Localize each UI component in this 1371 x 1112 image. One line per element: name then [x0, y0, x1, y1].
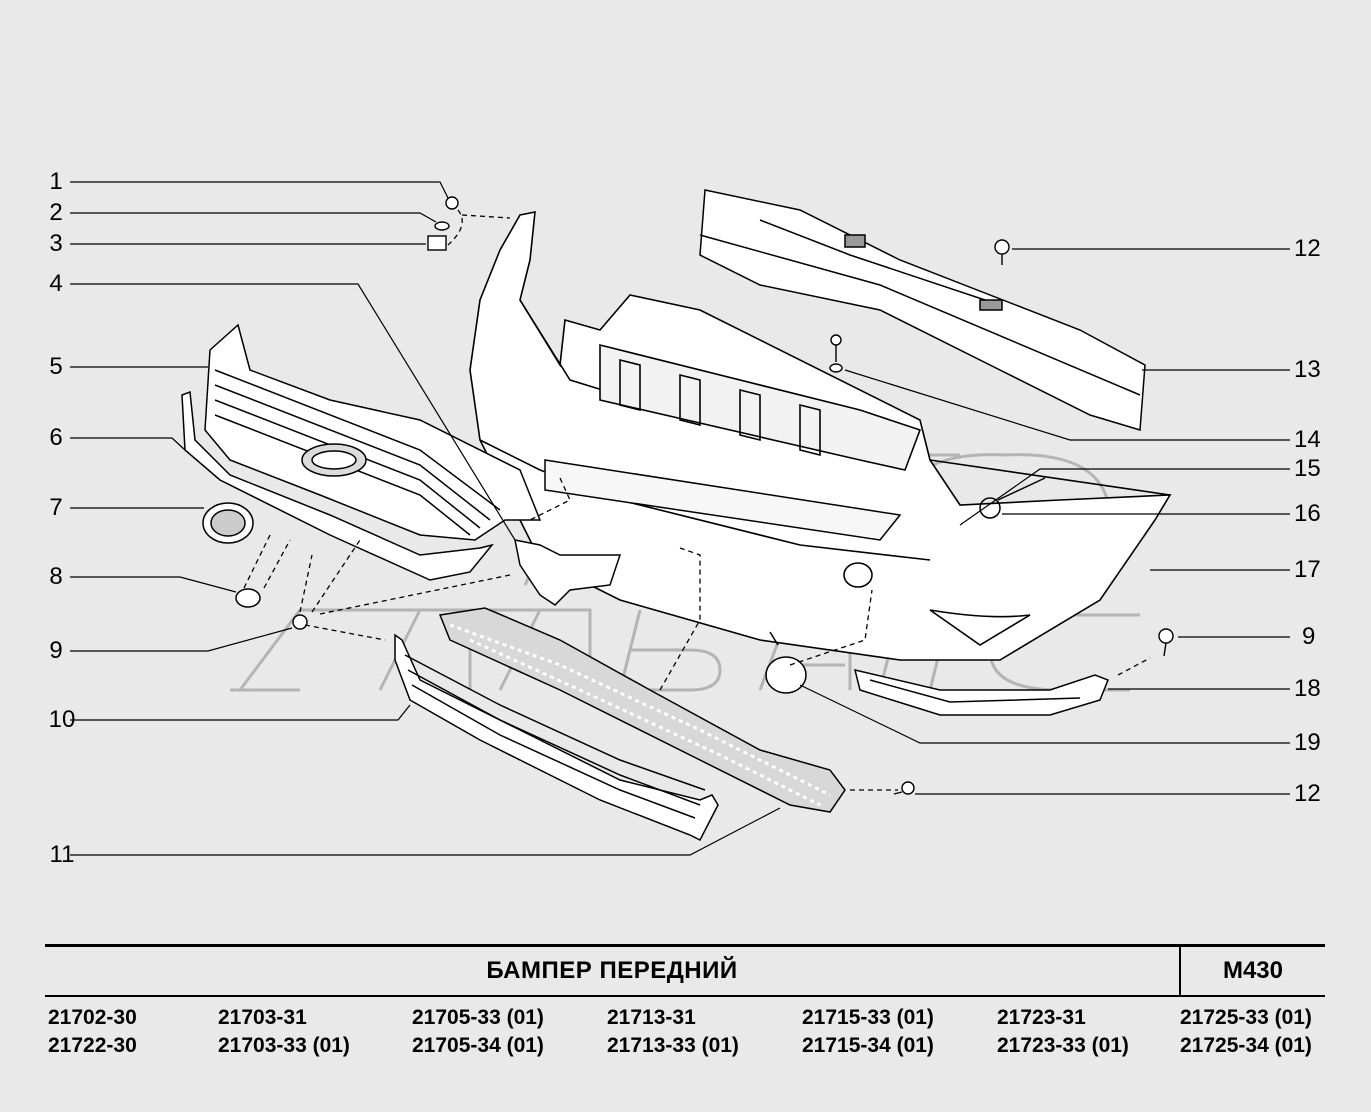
callout-4: 4 [49, 270, 63, 297]
callout-10: 10 [48, 706, 76, 733]
model-code: 21715-34 (01) [802, 1034, 934, 1057]
drawing-title: БАМПЕР ПЕРЕДНИЙ [486, 957, 738, 984]
leader-lines [70, 181, 1290, 856]
part-10-lower-grille [394, 633, 719, 842]
callout-7: 7 [49, 494, 63, 521]
title-block: БАМПЕР ПЕРЕДНИЙ М430 [45, 944, 1325, 997]
callout-9-right: 9 [1302, 623, 1316, 650]
drawing-code: М430 [1222, 957, 1284, 984]
model-code: 21703-31 [218, 1006, 307, 1029]
model-code: 21705-34 (01) [412, 1034, 544, 1057]
model-column-2: 21703-31 21703-33 (01) [218, 1004, 350, 1060]
model-code: 21703-33 (01) [218, 1034, 350, 1057]
callout-15: 15 [1294, 455, 1321, 482]
part-17-bumper-shell [469, 211, 1172, 661]
parts-drawing [70, 181, 1290, 856]
part-7-emblem [202, 502, 254, 544]
title-divider [1179, 947, 1181, 995]
part-5-upper-grille [204, 323, 542, 541]
callout-1: 1 [49, 168, 63, 195]
part-11-mesh-grille [438, 607, 846, 813]
callout-5: 5 [49, 353, 63, 380]
callout-11: 11 [49, 841, 75, 868]
model-code: 21702-30 [48, 1006, 137, 1029]
model-column-3: 21705-33 (01) 21705-34 (01) [412, 1004, 544, 1060]
model-code: 21713-31 [607, 1006, 696, 1029]
model-code: 21723-31 [997, 1006, 1086, 1029]
assembly-dashes [243, 209, 1151, 791]
callout-13: 13 [1294, 356, 1321, 383]
model-code: 21715-33 (01) [802, 1006, 934, 1029]
part-6-molding [181, 390, 495, 581]
part-13-absorber [699, 189, 1146, 431]
callout-6: 6 [49, 424, 63, 451]
callout-18: 18 [1294, 675, 1321, 702]
part-15-plate [544, 459, 902, 541]
model-code: 21722-30 [48, 1034, 137, 1057]
model-column-5: 21715-33 (01) 21715-34 (01) [802, 1004, 934, 1060]
callout-2: 2 [49, 199, 63, 226]
callout-12-bottom: 12 [1294, 780, 1321, 807]
part-8-clip [235, 588, 261, 608]
part-4-bracket [514, 539, 622, 606]
model-code: 21705-33 (01) [412, 1006, 544, 1029]
callout-8: 8 [49, 563, 63, 590]
model-column-7: 21725-33 (01) 21725-34 (01) [1180, 1004, 1312, 1060]
model-column-4: 21713-31 21713-33 (01) [607, 1004, 739, 1060]
callout-3: 3 [49, 230, 63, 257]
exploded-parts-diagram: 1 2 3 4 5 6 7 8 9 10 11 12 13 14 15 16 1… [48, 168, 1321, 868]
callout-19: 19 [1294, 729, 1321, 756]
callout-16: 16 [1294, 500, 1321, 527]
part-19-cap [765, 631, 807, 694]
model-column-1: 21702-30 21722-30 [48, 1004, 137, 1060]
model-code: 21723-33 (01) [997, 1034, 1129, 1057]
model-code: 21713-33 (01) [607, 1034, 739, 1057]
callout-14: 14 [1294, 426, 1321, 453]
part-18-lower-strip [853, 668, 1109, 716]
part-16-tow-eye [979, 477, 1046, 519]
callout-12-top: 12 [1294, 235, 1321, 262]
model-code: 21725-33 (01) [1180, 1006, 1312, 1029]
callout-9-left: 9 [49, 637, 63, 664]
fasteners [292, 196, 1174, 795]
model-column-6: 21723-31 21723-33 (01) [997, 1004, 1129, 1060]
callout-17: 17 [1294, 556, 1321, 583]
model-code: 21725-34 (01) [1180, 1034, 1312, 1057]
